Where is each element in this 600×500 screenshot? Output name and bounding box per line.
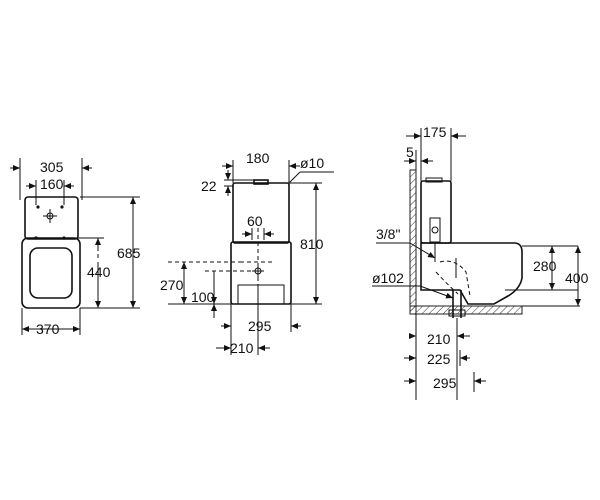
dim-5: 5	[406, 144, 414, 160]
profile-view: 175 5 3/8" ø102 280 400 210 225	[372, 124, 589, 400]
fixing-hole-icon	[62, 236, 66, 240]
side-view-base	[237, 284, 285, 305]
fixing-hole-icon	[43, 209, 57, 223]
dim-160: 160	[40, 176, 64, 192]
valve-icon	[429, 217, 441, 262]
dim-o10: ø10	[300, 155, 324, 171]
dim-295: 295	[433, 375, 457, 391]
dim-280: 280	[533, 258, 557, 274]
side-view-flush-button	[253, 179, 269, 185]
dim-225: 225	[427, 351, 451, 367]
side-view-bowl	[230, 241, 292, 305]
dim-400: 400	[565, 270, 589, 286]
dim-810: 810	[300, 236, 324, 252]
dim-o102: ø102	[372, 270, 404, 286]
dim-180: 180	[246, 150, 270, 166]
profile-tank	[420, 180, 452, 244]
fixing-hole-icon	[34, 236, 38, 240]
dim-3-8: 3/8"	[376, 226, 400, 242]
side-view-tank	[232, 182, 290, 244]
dim-210: 210	[230, 340, 254, 356]
dim-22: 22	[201, 178, 217, 194]
wall-hatch	[409, 169, 417, 315]
dim-210: 210	[427, 331, 451, 347]
fixing-hole-icon	[36, 205, 40, 209]
top-view-bowl	[21, 237, 81, 309]
dim-440: 440	[87, 264, 111, 280]
dim-175: 175	[423, 124, 447, 140]
dim-370: 370	[36, 321, 60, 337]
fixing-hole-icon	[60, 205, 64, 209]
dim-685: 685	[117, 245, 141, 261]
dim-60: 60	[247, 213, 263, 229]
dim-295: 295	[248, 318, 272, 334]
side-view: 180 ø10 22 60 810 270 100	[160, 150, 334, 356]
outlet-pipe-icon	[448, 290, 466, 318]
floor-hatch	[409, 305, 523, 315]
profile-bowl	[420, 242, 523, 305]
dim-270: 270	[160, 277, 184, 293]
dim-305: 305	[40, 159, 64, 175]
top-view-seat-opening	[29, 247, 73, 299]
top-view: 305 160 685 440 370	[10, 158, 141, 337]
dim-100: 100	[191, 289, 215, 305]
top-view-tank	[24, 196, 79, 240]
